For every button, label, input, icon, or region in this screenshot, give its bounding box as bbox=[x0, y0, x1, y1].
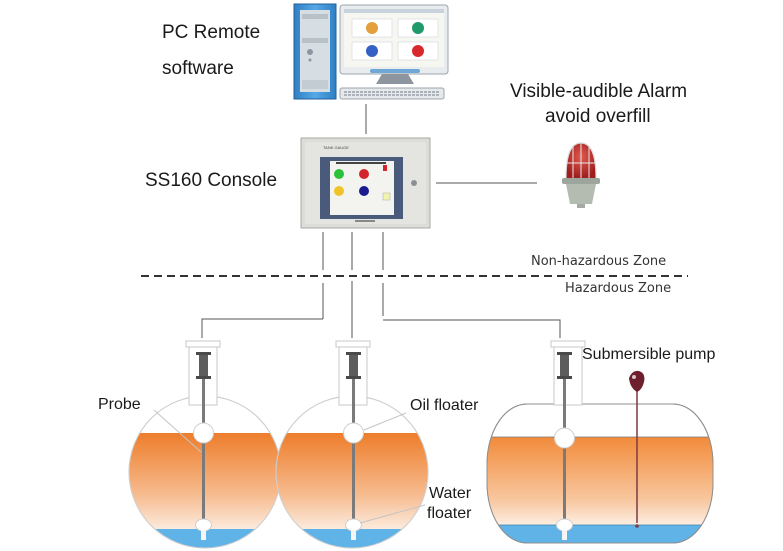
svg-text:TANK GAUGE: TANK GAUGE bbox=[323, 145, 349, 150]
alarm-beacon-icon bbox=[562, 142, 600, 208]
spherical-tank-1 bbox=[128, 340, 282, 549]
submersible-pump-icon bbox=[629, 370, 645, 528]
probe-rod bbox=[202, 379, 205, 529]
ss160-console: TANK GAUGE bbox=[300, 137, 431, 229]
water-floater bbox=[195, 518, 212, 532]
non-hazardous-zone-label: Non-hazardous Zone bbox=[531, 254, 667, 269]
probe-head bbox=[199, 352, 208, 379]
console-indicator-blue bbox=[359, 186, 369, 196]
pc-workstation bbox=[293, 3, 449, 100]
console-label: SS160 Console bbox=[145, 170, 278, 191]
submersible-pump-label: Submersible pump bbox=[582, 346, 716, 363]
hazardous-zone-label: Hazardous Zone bbox=[565, 281, 672, 296]
console-lock-icon bbox=[411, 180, 417, 186]
oil-floater bbox=[193, 422, 214, 444]
probe-label: Probe bbox=[98, 396, 141, 413]
pc-keyboard bbox=[339, 87, 445, 100]
alarm-label-line2: avoid overfill bbox=[545, 106, 651, 127]
oil-floater-label: Oil floater bbox=[410, 397, 479, 414]
pc-remote-label-line1: PC Remote bbox=[162, 22, 261, 43]
water-floater-label-line1: Water bbox=[429, 485, 472, 502]
signal-cables bbox=[201, 232, 561, 338]
console-indicator-green bbox=[334, 169, 344, 179]
pc-remote-label-line2: software bbox=[162, 58, 234, 79]
horizontal-tank bbox=[486, 340, 714, 544]
spherical-tank-2 bbox=[275, 340, 429, 549]
console-indicator-red bbox=[359, 169, 369, 179]
pc-screen-tiles bbox=[351, 18, 439, 61]
alarm-label-line1: Visible-audible Alarm bbox=[510, 81, 688, 102]
water-floater-label-line2: floater bbox=[427, 505, 472, 522]
console-indicator-yellow bbox=[334, 186, 344, 196]
